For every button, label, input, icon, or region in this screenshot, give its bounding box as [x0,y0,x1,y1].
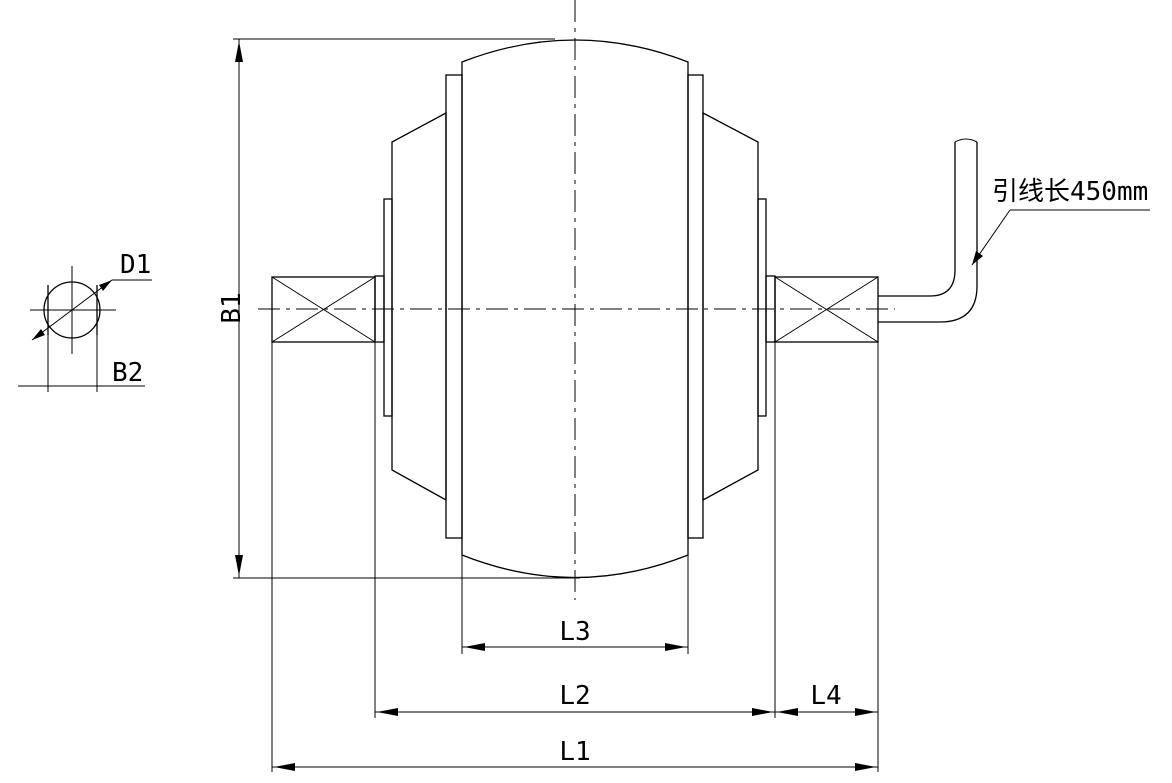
lead-wire-inner-edge [878,142,956,297]
d1-arrow-lower [32,329,45,340]
l2-dimension [375,708,775,716]
l4-dimension [775,708,878,716]
lead-wire-break [954,138,978,143]
l4-arrow-left [777,708,798,716]
b1-dimension [233,38,580,579]
l3-label: L3 [559,617,590,647]
left-housing-taper [391,111,447,502]
shaft-section-view [18,266,152,392]
right-housing-taper [702,111,759,502]
b1-label: B1 [217,292,247,323]
l1-label: L1 [559,737,590,767]
d1-arrow-upper [99,280,112,291]
lead-note-arrow [972,251,983,265]
lead-length-note: 引线长450mm [992,177,1148,207]
lead-wire-outer-edge [878,142,978,323]
lead-wire [878,138,1150,323]
l3-dimension [462,643,688,651]
l1-arrow-right [855,763,876,771]
left-flange-plate [445,74,463,539]
b2-label: B2 [112,358,143,388]
l2-arrow-left [377,708,398,716]
d1-leader-line [31,279,113,341]
d1-label: D1 [120,250,151,280]
l2-label: L2 [559,681,590,711]
l1-arrow-left [274,763,295,771]
l2-arrow-right [752,708,773,716]
l1-dimension [272,763,878,771]
l4-label: L4 [810,681,841,711]
right-flange-plate [687,74,704,539]
l4-arrow-right [855,708,876,716]
l3-arrow-right [665,643,686,651]
left-end-cover [383,198,393,417]
l3-arrow-left [464,643,485,651]
b1-arrow-top [235,41,243,62]
left-shaft-cross-b [271,276,376,343]
right-end-cover [757,198,767,417]
b1-arrow-bottom [235,555,243,576]
right-shaft-cross-b [774,276,879,343]
